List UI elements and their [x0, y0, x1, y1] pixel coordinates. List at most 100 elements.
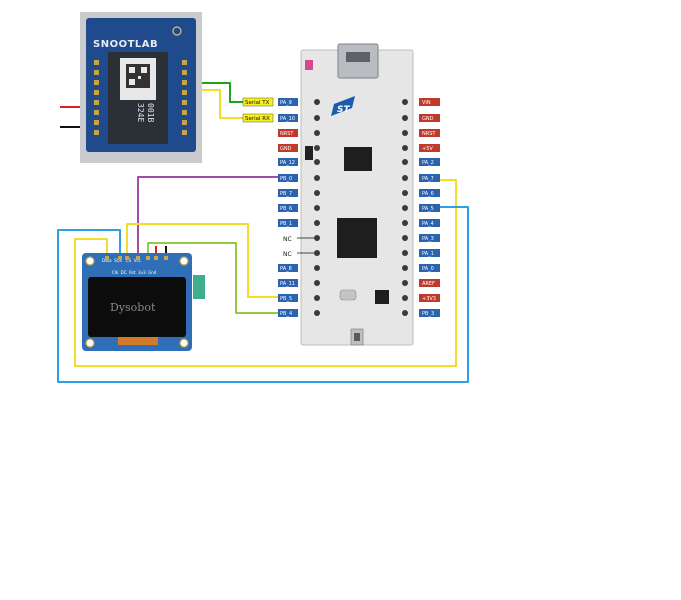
snootlab-left-pins — [94, 60, 99, 135]
wire-purple-pb0-oled — [137, 176, 278, 257]
pin-badge-gnd-left — [278, 144, 298, 152]
pin-label-pa12: PA_12 — [280, 160, 295, 166]
pin-label-pa3: PA_3 — [422, 236, 434, 242]
pin-badge-pa5 — [419, 204, 440, 212]
pin-label-pa6: PA_6 — [422, 191, 434, 197]
wire-lightgreen-pb4 — [147, 242, 278, 314]
nucleo-left-pin-holes — [314, 99, 320, 316]
oled-header-pins — [105, 256, 168, 260]
serial-tx-label-box — [242, 97, 274, 107]
pin-label-nrst-right: NRST — [422, 131, 436, 137]
pin-label-3v3: +3V3 — [422, 296, 436, 302]
pin-badge-pb1 — [278, 219, 298, 227]
wire-cyan-pa5-sck — [57, 206, 469, 383]
serial-rx-label-box — [242, 113, 274, 123]
pin-label-pa0: PA_0 — [422, 266, 434, 272]
wire-yellow-serial-rx — [190, 89, 243, 119]
pin-label-pa7: PA_7 — [422, 176, 434, 182]
mount-hole-tl — [85, 256, 95, 266]
pin-label-nc-2: NC — [283, 251, 292, 258]
pin-badge-pa1 — [419, 249, 440, 257]
pin-label-nc-1: NC — [283, 236, 292, 243]
pin-badge-3v3 — [419, 294, 440, 302]
pin-badge-pb6 — [278, 204, 298, 212]
snootlab-brand: SNOOTLAB — [93, 39, 158, 50]
jumper — [305, 146, 313, 160]
pin-badge-pa10 — [278, 114, 298, 122]
pin-label-nrst-left: NRST — [280, 131, 294, 137]
oled-brand: Dysobot — [110, 301, 156, 314]
pin-badge-nrst-left — [278, 129, 298, 137]
antenna-icon — [172, 26, 182, 36]
oled-connector-tab — [193, 275, 205, 299]
pin-badge-vin — [419, 98, 440, 106]
nucleo-right-pin-holes — [402, 99, 408, 316]
oled-display: Data SCK CS Vcc Clk DC Rst 3v3 Gnd Dysob… — [82, 253, 205, 351]
mount-hole-tr — [179, 256, 189, 266]
power-led — [305, 60, 313, 70]
nucleo-board: ST — [300, 43, 414, 346]
serial-rx-label: Serial RX — [245, 116, 270, 122]
ribbon-cable — [118, 337, 158, 345]
pin-badge-gnd-right — [419, 114, 440, 122]
mount-hole-bl — [85, 338, 95, 348]
pin-badge-pa9 — [278, 98, 298, 106]
pin-badge-pb3 — [419, 309, 440, 317]
pin-label-pb1: PB_1 — [280, 221, 292, 227]
oled-screen — [88, 277, 186, 337]
pin-badge-pa6 — [419, 189, 440, 197]
st-logo-icon — [331, 96, 355, 116]
pin-badge-pa0 — [419, 264, 440, 272]
pin-label-pa1: PA_1 — [422, 251, 434, 257]
mount-hole-br — [179, 338, 189, 348]
snootlab-module: SNOOTLAB 001B 324E — [80, 12, 202, 163]
pin-label-gnd-right: GND — [422, 116, 434, 122]
pin-label-vin: VIN — [422, 100, 431, 106]
pin-label-pb6: PB_6 — [280, 206, 292, 212]
pin-badge-nrst-right — [419, 129, 440, 137]
pin-badge-pa11 — [278, 279, 298, 287]
pin-label-gnd-left: GND — [280, 146, 292, 152]
wire-yellow-pa7-data — [74, 179, 457, 367]
serial-tx-label: Serial TX — [245, 100, 270, 106]
pin-label-pb0: PB_0 — [280, 176, 292, 182]
pin-badge-pa7 — [419, 174, 440, 182]
pin-label-pb4: PB_4 — [280, 311, 292, 317]
regulator-chip — [375, 290, 389, 304]
pin-label-pa5: PA_5 — [422, 206, 434, 212]
pin-badge-pa2 — [419, 158, 440, 166]
pin-badge-pb7 — [278, 189, 298, 197]
pin-label-pa2: PA_2 — [422, 160, 434, 166]
pin-badge-pa3 — [419, 234, 440, 242]
pin-label-aref: AREF — [422, 281, 435, 287]
pin-badge-aref — [419, 279, 440, 287]
pin-badge-pa12 — [278, 158, 298, 166]
stlink-chip — [344, 147, 372, 171]
st-logo-text: ST — [337, 105, 350, 115]
wire-green-serial-tx — [190, 82, 243, 103]
pin-label-pa11: PA_11 — [280, 281, 295, 287]
oled-bottom-pin-labels: Clk DC Rst 3v3 Gnd — [112, 270, 157, 275]
pin-label-pa8: PA_8 — [280, 266, 292, 272]
right-pin-labels: VIN GND NRST +5V PA_2 PA_7 PA_6 PA_5 PA_… — [419, 98, 440, 317]
pin-badge-pa8 — [278, 264, 298, 272]
snootlab-right-pins — [182, 60, 187, 135]
pin-badge-pb0 — [278, 174, 298, 182]
mcu-chip — [337, 218, 377, 258]
pin-label-pa10: PA_10 — [280, 116, 295, 122]
pin-label-pb7: PB_7 — [280, 191, 292, 197]
pin-badge-pb4 — [278, 309, 298, 317]
pin-label-pb5: PB_5 — [280, 296, 292, 302]
crystal — [339, 289, 357, 301]
serial-labels: Serial TX Serial RX — [242, 97, 274, 123]
chip-code-2: 324E — [136, 103, 145, 122]
wires — [57, 82, 469, 383]
chip-code-1: 001B — [146, 103, 155, 122]
pin-label-pa9: PA_9 — [280, 100, 292, 106]
oled-top-pin-labels: Data SCK CS Vcc — [102, 258, 141, 263]
pin-badge-pa4 — [419, 219, 440, 227]
pin-label-pa4: PA_4 — [422, 221, 434, 227]
pin-badge-pb5 — [278, 294, 298, 302]
wire-yellow-pb5 — [126, 223, 278, 298]
